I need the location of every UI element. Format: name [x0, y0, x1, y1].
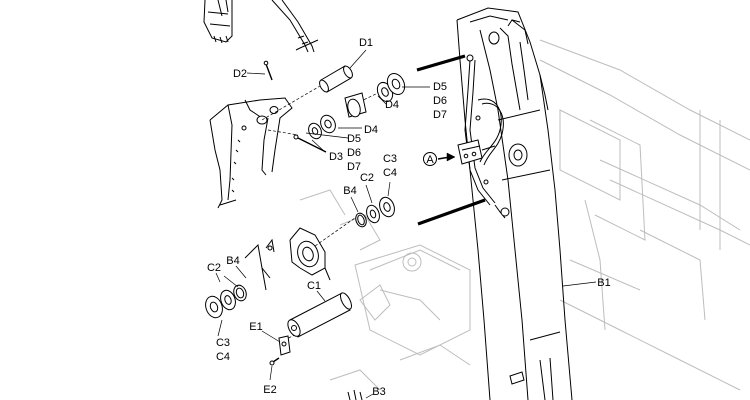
label-b4-right: B4: [343, 185, 356, 197]
part-group-left-rings: [205, 284, 247, 319]
label-c1: C1: [307, 280, 321, 292]
label-d7-lower: D7: [347, 161, 361, 173]
callout-a: A: [423, 152, 456, 166]
label-b3: B3: [372, 386, 385, 398]
part-c1-pin: [287, 292, 353, 338]
label-c2-left: C2: [207, 262, 221, 274]
part-labels: D1 D2 D5 D6 D7 D4 D5 D4 D6 D3 D7 C3 C4 C…: [207, 37, 611, 398]
part-group-lower-washers: [308, 114, 336, 140]
pointer-arrows: [416, 54, 486, 226]
label-d6-top: D6: [433, 95, 447, 107]
label-d2: D2: [233, 68, 247, 80]
background-frame: [299, 39, 750, 391]
part-group-upper-washers: [344, 72, 406, 118]
part-e1-plate: [278, 335, 291, 356]
label-e1: E1: [249, 321, 262, 333]
boom-b1: [456, 7, 573, 400]
label-c4-right: C4: [383, 167, 397, 179]
link-bracket: [209, 97, 293, 209]
leader-lines: [215, 49, 597, 399]
clevis-bracket: [244, 227, 331, 291]
label-d1: D1: [359, 37, 373, 49]
label-c2-right: C2: [360, 172, 374, 184]
label-e2: E2: [263, 384, 276, 396]
part-d2-pin: [263, 60, 273, 81]
label-b1: B1: [597, 277, 610, 289]
hose-routing: [464, 54, 510, 219]
valve-block: [457, 139, 496, 165]
label-d4-lower: D4: [364, 124, 378, 136]
label-d7-top: D7: [433, 109, 447, 121]
part-d3-bolt: [293, 134, 327, 153]
label-c3-right: C3: [383, 153, 397, 165]
attachment-sketch: [203, 0, 319, 53]
label-b4-left: B4: [226, 255, 239, 267]
part-d1-pin: [319, 65, 353, 93]
part-b3: [347, 389, 363, 400]
label-d4-top: D4: [385, 99, 399, 111]
label-c3-left: C3: [216, 337, 230, 349]
label-d6-lower: D6: [347, 147, 361, 159]
label-d5-top: D5: [433, 81, 447, 93]
label-d5-lower: D5: [347, 133, 361, 145]
part-e2-bolt: [269, 357, 280, 366]
callout-a-letter: A: [426, 154, 434, 166]
label-c4-left: C4: [216, 351, 230, 363]
part-group-right-rings: [355, 196, 395, 228]
label-d3: D3: [329, 151, 343, 163]
